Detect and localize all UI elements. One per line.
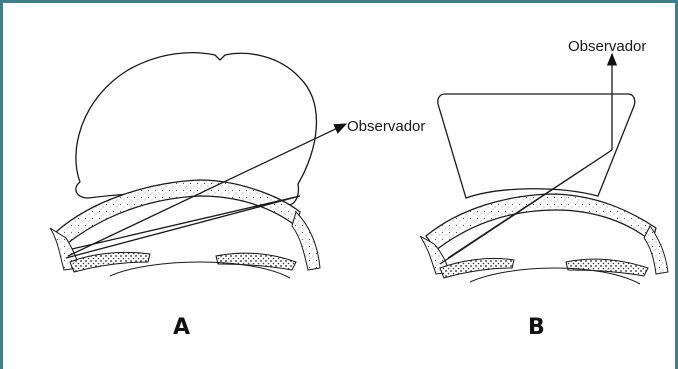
- panel-b-sclera-right: [644, 226, 668, 274]
- panel-b-iris-right: [566, 259, 648, 276]
- panel-b-label: B: [528, 315, 545, 340]
- panel-b-cornea: [426, 194, 656, 250]
- panel-a: Observador A: [50, 53, 425, 340]
- panel-a-sclera-right: [292, 212, 320, 270]
- panel-b-observer-label: Observador: [568, 38, 646, 55]
- panel-a-label: A: [173, 315, 190, 340]
- panel-a-iris-right: [216, 253, 296, 270]
- panel-b: Observador B: [420, 38, 668, 340]
- panel-b-iris-left: [440, 258, 514, 278]
- panel-a-observer-label: Observador: [347, 118, 425, 135]
- panel-b-mirrored-lens: [438, 94, 635, 198]
- panel-a-cornea: [56, 180, 300, 246]
- panel-a-iris-left: [70, 252, 150, 272]
